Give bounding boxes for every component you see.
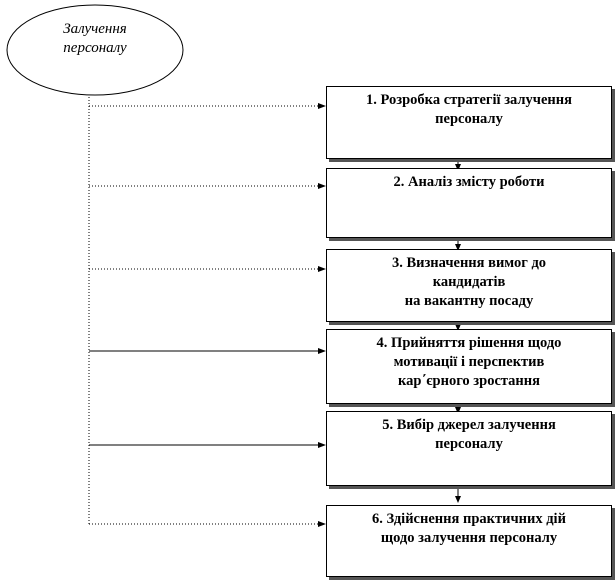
- step-connectors: [455, 159, 461, 503]
- step-4-line-2: мотивації і перспектив: [393, 354, 545, 370]
- arrowhead-1: [318, 103, 326, 109]
- step-6-line-2: щодо залучення персоналу: [380, 530, 558, 546]
- step-box-5: 5. Вибір джерел залучення персоналу: [326, 411, 612, 486]
- step-1-line-1: 1. Розробка стратегії залучення: [366, 92, 572, 108]
- root-label-line-2: персоналу: [63, 40, 127, 56]
- step-5-line-2: персоналу: [435, 436, 503, 452]
- arrowhead-3: [318, 266, 326, 272]
- connector-arrow-2-3: [455, 244, 461, 251]
- step-2-line-1: 2. Аналіз змісту роботи: [393, 174, 545, 190]
- step-5-line-1: 5. Вибір джерел залучення: [382, 417, 556, 433]
- arrowhead-5: [318, 442, 326, 448]
- root-label-line-1: Залучення: [63, 21, 127, 37]
- step-1-line-2: персоналу: [435, 111, 503, 127]
- connector-arrow-1-2: [455, 164, 461, 171]
- connector-arrow-5-6: [455, 496, 461, 503]
- step-4-line-1: 4. Прийняття рішення щодо: [376, 335, 562, 351]
- step-box-3: 3. Визначення вимог до кандидатів на вак…: [326, 249, 612, 322]
- step-box-6: 6. Здійснення практичних дій щодо залуче…: [326, 505, 612, 577]
- step-box-4: 4. Прийняття рішення щодо мотивації і пе…: [326, 329, 612, 404]
- arrowhead-2: [318, 183, 326, 189]
- step-3-line-1: 3. Визначення вимог до: [391, 255, 547, 271]
- step-3-line-2: кандидатів: [432, 274, 506, 290]
- step-4-line-3: кар΄єрного зростання: [398, 373, 540, 389]
- root-ellipse: [6, 4, 184, 96]
- arrowhead-4: [318, 348, 326, 354]
- branch-arrows: [89, 103, 326, 527]
- step-box-2: 2. Аналіз змісту роботи: [326, 168, 612, 238]
- arrowhead-6: [318, 521, 326, 527]
- connector-arrow-3-4: [455, 324, 461, 331]
- connector-arrow-4-5: [455, 407, 461, 414]
- step-box-1: 1. Розробка стратегії залучення персонал…: [326, 86, 612, 159]
- step-3-line-3: на вакантну посаду: [404, 293, 534, 309]
- step-6-line-1: 6. Здійснення практичних дій: [372, 511, 566, 527]
- root-label: Залучення персоналу: [10, 20, 180, 58]
